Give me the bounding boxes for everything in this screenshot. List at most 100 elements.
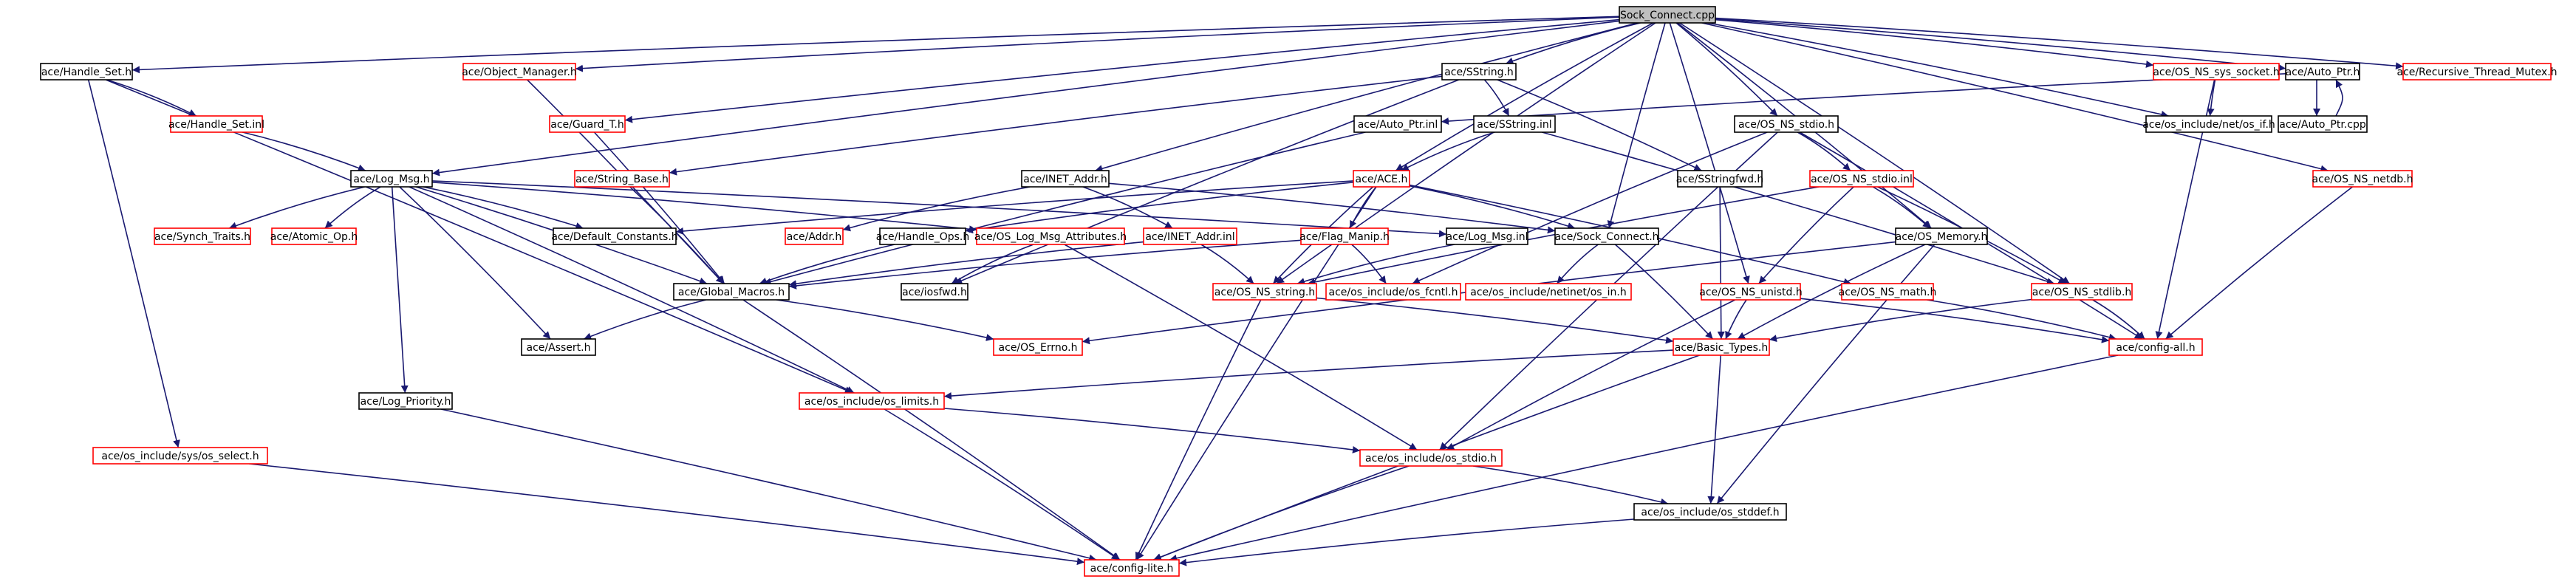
node-box [1554, 227, 1659, 245]
node-handle-set-h[interactable]: ace/Handle_Set.h [40, 63, 133, 80]
edge-root-to-recursive_thread_mutex_h [1715, 17, 2404, 70]
node-object-manager-h[interactable]: ace/Object_Manager.h [462, 63, 577, 80]
node-label: ace/os_include/netinet/os_in.h [1470, 287, 1626, 298]
edges-layer [87, 16, 2404, 566]
node-os-memory-h[interactable]: ace/OS_Memory.h [1895, 227, 1988, 245]
node-label: ace/Guard_T.h [550, 119, 624, 131]
node-log-msg-inl[interactable]: ace/Log_Msg.inl [1446, 227, 1528, 245]
node-guard-t-h[interactable]: ace/Guard_T.h [549, 115, 626, 133]
node-box [976, 227, 1125, 245]
node-box [462, 63, 576, 80]
node-label: ace/OS_NS_stdio.h [1738, 119, 1834, 131]
node-addr-h[interactable]: ace/Addr.h [785, 227, 844, 245]
node-label: ace/Flag_Manip.h [1299, 231, 1390, 243]
node-label: ace/OS_Memory.h [1896, 231, 1988, 243]
node-box [92, 447, 268, 465]
node-box [879, 227, 966, 245]
node-handle-ops-h[interactable]: ace/Handle_Ops.h [876, 227, 970, 245]
node-os-ns-unistd-h[interactable]: ace/OS_NS_unistd.h [1699, 283, 1803, 301]
edge-root-to-os_ns_stdio_h [1675, 22, 1778, 117]
node-config-all-h[interactable]: ace/config-all.h [2108, 338, 2203, 356]
node-box [2108, 338, 2203, 356]
node-os-include-os-stddef-h[interactable]: ace/os_include/os_stddef.h [1633, 503, 1787, 521]
edge-basic_types_h-to-os_include_os_limits_h [943, 349, 1674, 400]
node-atomic-op-h[interactable]: ace/Atomic_Op.h [270, 227, 358, 245]
node-log-priority-h[interactable]: ace/Log_Priority.h [358, 392, 453, 410]
node-box [1734, 115, 1839, 133]
node-log-msg-h[interactable]: ace/Log_Msg.h [350, 170, 433, 188]
edge-sstring_h-to-string_base_h [669, 75, 1443, 176]
node-box [2402, 63, 2552, 80]
node-box [993, 338, 1083, 356]
node-os-include-net-os-if-h[interactable]: ace/os_include/net/os_if.h [2142, 115, 2275, 133]
node-label: ace/OS_NS_netdb.h [2312, 174, 2413, 185]
node-root[interactable]: Sock_Connect.cpp [1619, 6, 1716, 24]
node-global-macros-h[interactable]: ace/Global_Macros.h [673, 283, 790, 301]
edge-ace_h-to-handle_ops_h [965, 182, 1354, 234]
node-os-ns-sys-socket-h[interactable]: ace/OS_NS_sys_socket.h [2153, 63, 2280, 80]
node-string-base-h[interactable]: ace/String_Base.h [574, 170, 670, 188]
node-inet-addr-h[interactable]: ace/INET_Addr.h [1021, 170, 1110, 188]
edge-root-to-log_msg_h [431, 20, 1620, 177]
node-box [1895, 227, 1988, 245]
node-inet-addr-inl[interactable]: ace/INET_Addr.inl [1143, 227, 1237, 245]
node-label: ace/INET_Addr.inl [1145, 231, 1234, 243]
edge-sstring_inl-to-os_ns_stdlib_h [1541, 131, 2055, 285]
edge-os_include_os_stddef_h-to-config_lite_h [1178, 518, 1635, 566]
node-label: ace/Object_Manager.h [462, 66, 577, 78]
node-sstring-inl[interactable]: ace/SString.inl [1473, 115, 1556, 133]
node-os-ns-stdio-inl[interactable]: ace/OS_NS_stdio.inl [1809, 170, 1914, 188]
node-os-log-msg-attributes-h[interactable]: ace/OS_Log_Msg_Attributes.h [974, 227, 1127, 245]
node-os-ns-stdlib-h[interactable]: ace/OS_NS_stdlib.h [2031, 283, 2133, 301]
edge-log_msg_h-to-os_include_os_limits_h [409, 186, 855, 394]
node-os-ns-netdb-h[interactable]: ace/OS_NS_netdb.h [2312, 170, 2413, 188]
node-os-ns-stdio-h[interactable]: ace/OS_NS_stdio.h [1734, 115, 1839, 133]
edge-auto_ptr_cpp-to-auto_ptr_h [2335, 79, 2343, 117]
edge-os_include_sys_os_select_h-to-config_lite_h [249, 463, 1085, 566]
node-label: ace/config-lite.h [1090, 563, 1174, 575]
edge-root-to-guard_t_h [624, 18, 1620, 123]
edge-log_msg_h-to-default_constants_h [423, 186, 584, 230]
node-os-include-netinet-os-in-h[interactable]: ace/os_include/netinet/os_in.h [1465, 283, 1632, 301]
node-os-include-os-stdio-h[interactable]: ace/os_include/os_stdio.h [1359, 449, 1503, 467]
node-label: ace/config-all.h [2116, 342, 2195, 354]
edge-sock_connect_h-to-basic_types_h [1614, 244, 1714, 340]
node-os-ns-math-h[interactable]: ace/OS_NS_math.h [1839, 283, 1937, 301]
edge-log_priority_h-to-config_lite_h [440, 408, 1097, 562]
node-default-constants-h[interactable]: ace/Default_Constants.h [551, 227, 678, 245]
node-sock-connect-h[interactable]: ace/Sock_Connect.h [1554, 227, 1659, 245]
node-os-include-os-limits-h[interactable]: ace/os_include/os_limits.h [799, 392, 945, 410]
node-auto-ptr-h[interactable]: ace/Auto_Ptr.h [2285, 63, 2360, 80]
edge-sstring_h-to-sstring_inl [1483, 79, 1510, 117]
node-label: ace/Synch_Traits.h [154, 231, 250, 243]
edge-os_include_os_stdio_h-to-os_include_os_stddef_h [1472, 465, 1669, 506]
node-box [1619, 6, 1716, 24]
node-box [1353, 115, 1442, 133]
node-os-include-sys-os-select-h[interactable]: ace/os_include/sys/os_select.h [92, 447, 268, 465]
node-sstring-h[interactable]: ace/SString.h [1441, 63, 1517, 80]
node-os-include-os-fcntl-h[interactable]: ace/os_include/os_fcntl.h [1325, 283, 1461, 301]
node-box [2031, 283, 2133, 301]
edge-handle_ops_h-to-global_macros_h [759, 244, 895, 285]
node-basic-types-h[interactable]: ace/Basic_Types.h [1673, 338, 1770, 356]
node-auto-ptr-cpp[interactable]: ace/Auto_Ptr.cpp [2278, 115, 2368, 133]
node-os-errno-h[interactable]: ace/OS_Errno.h [993, 338, 1083, 356]
node-handle-set-inl[interactable]: ace/Handle_Set.inl [168, 115, 264, 133]
node-box [1633, 503, 1787, 521]
node-auto-ptr-inl[interactable]: ace/Auto_Ptr.inl [1353, 115, 1442, 133]
edge-handle_set_h-to-handle_set_inl [106, 79, 197, 117]
node-os-ns-string-h[interactable]: ace/OS_NS_string.h [1212, 283, 1317, 301]
node-label: ace/Handle_Set.inl [168, 119, 264, 131]
node-flag-manip-h[interactable]: ace/Flag_Manip.h [1299, 227, 1390, 245]
node-ace-h[interactable]: ace/ACE.h [1353, 170, 1410, 188]
node-label: ace/Recursive_Thread_Mutex.h [2396, 66, 2557, 78]
node-config-lite-h[interactable]: ace/config-lite.h [1084, 559, 1180, 577]
node-label: ace/SString.inl [1477, 119, 1551, 131]
node-sstringfwd-h[interactable]: ace/SStringfwd.h [1676, 170, 1764, 188]
node-recursive-thread-mutex-h[interactable]: ace/Recursive_Thread_Mutex.h [2396, 63, 2558, 80]
edge-os_log_msg_attributes_h-to-iosfwd_h [951, 244, 1034, 284]
node-assert-h[interactable]: ace/Assert.h [521, 338, 596, 356]
node-iosfwd-h[interactable]: ace/iosfwd.h [901, 283, 968, 301]
node-box [271, 227, 357, 245]
node-synch-traits-h[interactable]: ace/Synch_Traits.h [154, 227, 251, 245]
